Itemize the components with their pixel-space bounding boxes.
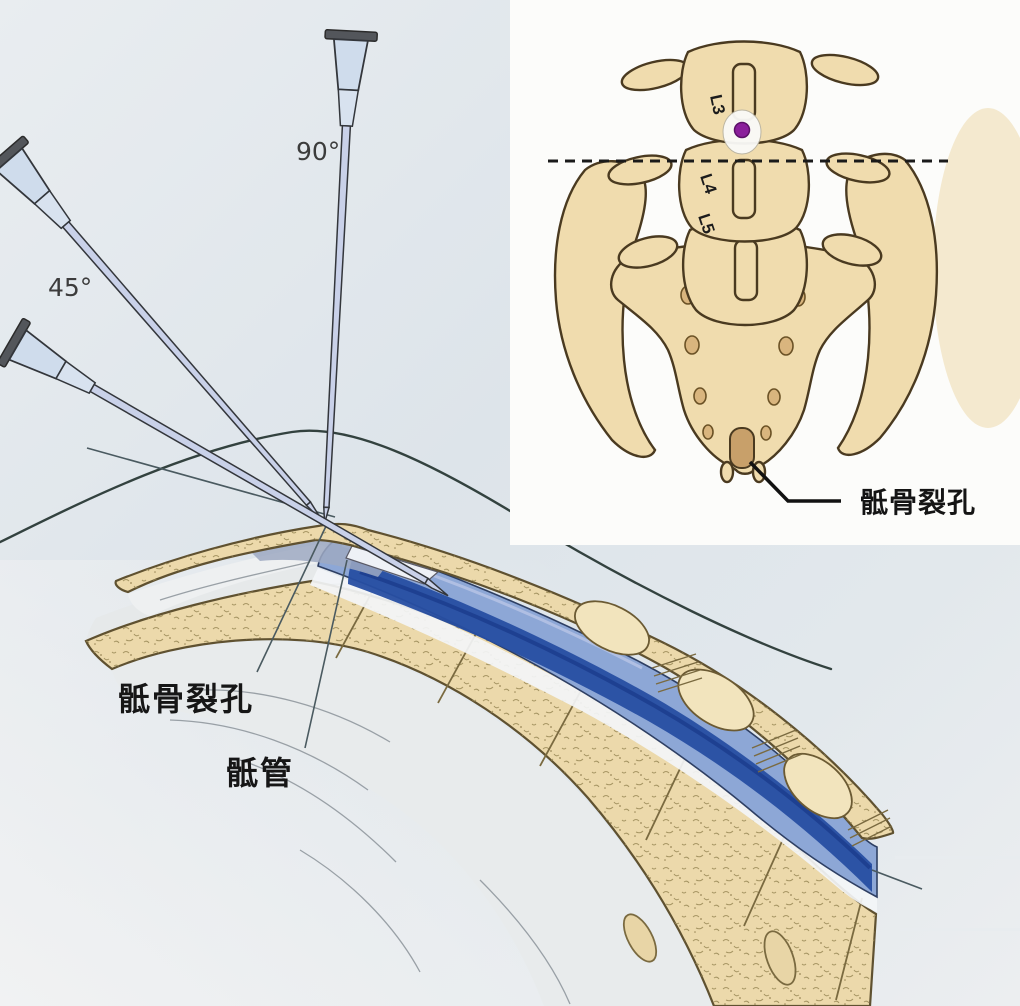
vertebra-L3	[620, 40, 880, 145]
sacral-canal-pointer-line	[304, 559, 348, 749]
inset-bone-wash	[933, 108, 1020, 428]
bone-oval-inclusion	[622, 913, 658, 963]
needle-hub	[332, 38, 369, 92]
sacral-vertebra-block	[677, 668, 755, 732]
bone-oval-inclusion	[763, 930, 797, 986]
background-streak	[895, 856, 1020, 859]
needle-collar	[33, 189, 72, 230]
vertebra-label-l3: L3	[706, 93, 729, 116]
needle-bevel-tip	[423, 577, 449, 597]
skin-line	[0, 429, 833, 671]
needle-collar	[54, 360, 97, 395]
epidural-gap	[310, 568, 877, 912]
inset-posterior-view: L3 L4 L5 骶骨裂孔	[510, 0, 1020, 545]
needle-collar	[337, 88, 360, 127]
inset-hiatus-pointer-line	[748, 460, 841, 503]
label-sacral-hiatus: 骶骨裂孔	[118, 681, 254, 717]
subcutaneous-tissue	[86, 566, 318, 641]
vertebra-L4	[607, 138, 891, 243]
sacral-hiatus-notch	[729, 427, 755, 469]
ventral-bone-layer	[84, 579, 878, 1006]
needle-shaft	[323, 124, 352, 509]
needle-shaft	[61, 220, 312, 507]
dorsal-bone-layer	[114, 522, 895, 847]
angle-label-90: 90°	[296, 137, 340, 166]
inset-label-sacral-hiatus: 骶骨裂孔	[860, 487, 976, 518]
anterior-soft-tissue	[112, 641, 712, 1006]
canal-dark-stripe	[348, 560, 872, 892]
needle-90-degrees	[323, 29, 378, 524]
background-streak	[900, 928, 1020, 931]
sacral-hiatus-pointer-line	[256, 523, 328, 673]
needle-shallow-inserted	[0, 317, 449, 597]
sacral-cornu	[719, 460, 735, 484]
canal-end-pointer-line	[871, 869, 923, 890]
left-ilium	[553, 160, 657, 459]
label-sacral-canal: 骶管	[226, 755, 294, 791]
sacral-vertebra-block	[574, 600, 650, 656]
angle-label-45: 45°	[48, 273, 92, 302]
needle-45-degrees	[0, 135, 324, 523]
canal-deep-stripe	[359, 570, 872, 870]
right-ilium	[836, 152, 939, 457]
intersegment-hatching	[651, 653, 893, 847]
purple-marker-dot	[733, 121, 751, 139]
